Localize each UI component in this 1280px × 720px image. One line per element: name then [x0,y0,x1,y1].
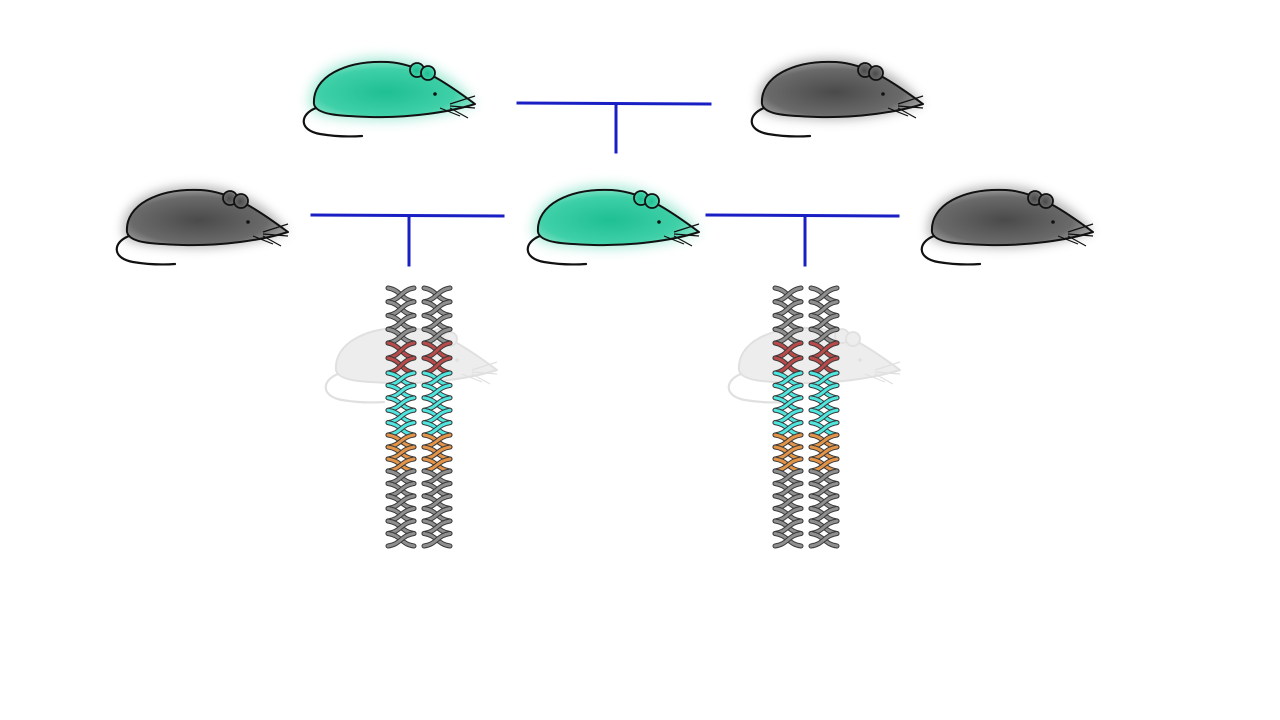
whisker [887,107,909,117]
whisker [449,107,469,119]
helix-segment-gray [808,468,840,549]
helix-segment-gray [421,468,453,549]
mouse-body [334,326,498,385]
chromosome-pair-right-pair [772,285,840,549]
mouse-whiskers [887,95,924,119]
mouse-whiskers [252,223,289,247]
mouse-whiskers [439,95,476,119]
mouse-body [312,60,476,119]
mouse-body [760,60,924,119]
mouse-eye [657,220,661,224]
whisker [449,95,476,105]
whisker [874,373,894,385]
mouse-ear [1038,193,1054,209]
mouse-tail [324,372,386,404]
mouse-eye [1051,220,1055,224]
mouse-whiskers [461,361,498,385]
whisker [471,361,498,371]
helix-strand [809,532,839,548]
mating-line [516,101,712,106]
mouse-body [125,188,289,247]
chromosome [421,285,453,549]
whisker [471,373,491,385]
chromosome [808,285,840,549]
whisker [262,235,282,247]
mouse-mate-left [115,185,289,266]
helix-segment-orange [421,432,453,474]
mouse-tail [115,234,177,266]
helix-segment-orange [772,432,804,474]
helix-segment-cyan [808,370,840,438]
helix-segment-cyan [385,370,417,438]
mouse-body [536,188,700,247]
chromosome-layer [385,285,840,549]
whisker [1067,223,1094,233]
helix-strand [422,532,452,548]
mouse-ear [834,328,850,344]
mouse-eye [881,92,885,96]
pedigree-connectors [310,101,900,267]
helix-segment-gray [772,468,804,549]
whisker [663,235,685,245]
mouse-parent-male [750,57,924,138]
mouse-mate-right [920,185,1094,266]
chromosome [385,285,417,549]
helix-segment-gray [385,285,417,346]
mouse-whiskers [1057,223,1094,247]
mouse-eye [455,358,459,362]
mouse-parent-female [302,57,476,138]
whisker [874,371,901,375]
chromosome-pair-left-pair [385,285,453,549]
chromosome [772,285,804,549]
helix-segment-cyan [772,370,804,438]
mouse-whiskers [864,361,901,385]
helix-segment-orange [808,432,840,474]
whisker [897,105,924,109]
whisker [673,235,693,247]
whisker [1057,235,1079,245]
mouse-tail [727,372,789,404]
mouse-eye [246,220,250,224]
mating-line [705,213,900,218]
whisker [471,371,498,375]
mouse-offspring [526,185,700,266]
whisker [461,373,483,383]
mouse-tail [750,106,812,138]
whisker [864,373,886,383]
whisker [673,223,700,233]
whisker [897,107,917,119]
mouse-tail [526,234,588,266]
ghost-mouse [324,326,498,404]
helix-strand [386,532,416,548]
whisker [252,235,274,245]
mouse-ear [845,331,861,347]
whisker [262,223,289,233]
whisker [262,233,289,237]
mice-layer [115,57,1094,266]
whisker [897,95,924,105]
mouse-body [930,188,1094,247]
whisker [1067,233,1094,237]
ghost-mouse [727,326,901,404]
mouse-ear [420,65,436,81]
helix-segment-cyan [421,370,453,438]
whisker [673,233,700,237]
mouse-ear [868,65,884,81]
helix-segment-gray [385,468,417,549]
mouse-tail [302,106,364,138]
ghost-mice-layer [324,326,901,404]
whisker [1067,235,1087,247]
mouse-whiskers [663,223,700,247]
mouse-eye [858,358,862,362]
whisker [439,107,461,117]
whisker [449,105,476,109]
mouse-ear [644,193,660,209]
mouse-ear [233,193,249,209]
whisker [874,361,901,371]
helix-strand [773,532,803,548]
helix-segment-orange [385,432,417,474]
mouse-eye [433,92,437,96]
mouse-tail [920,234,982,266]
